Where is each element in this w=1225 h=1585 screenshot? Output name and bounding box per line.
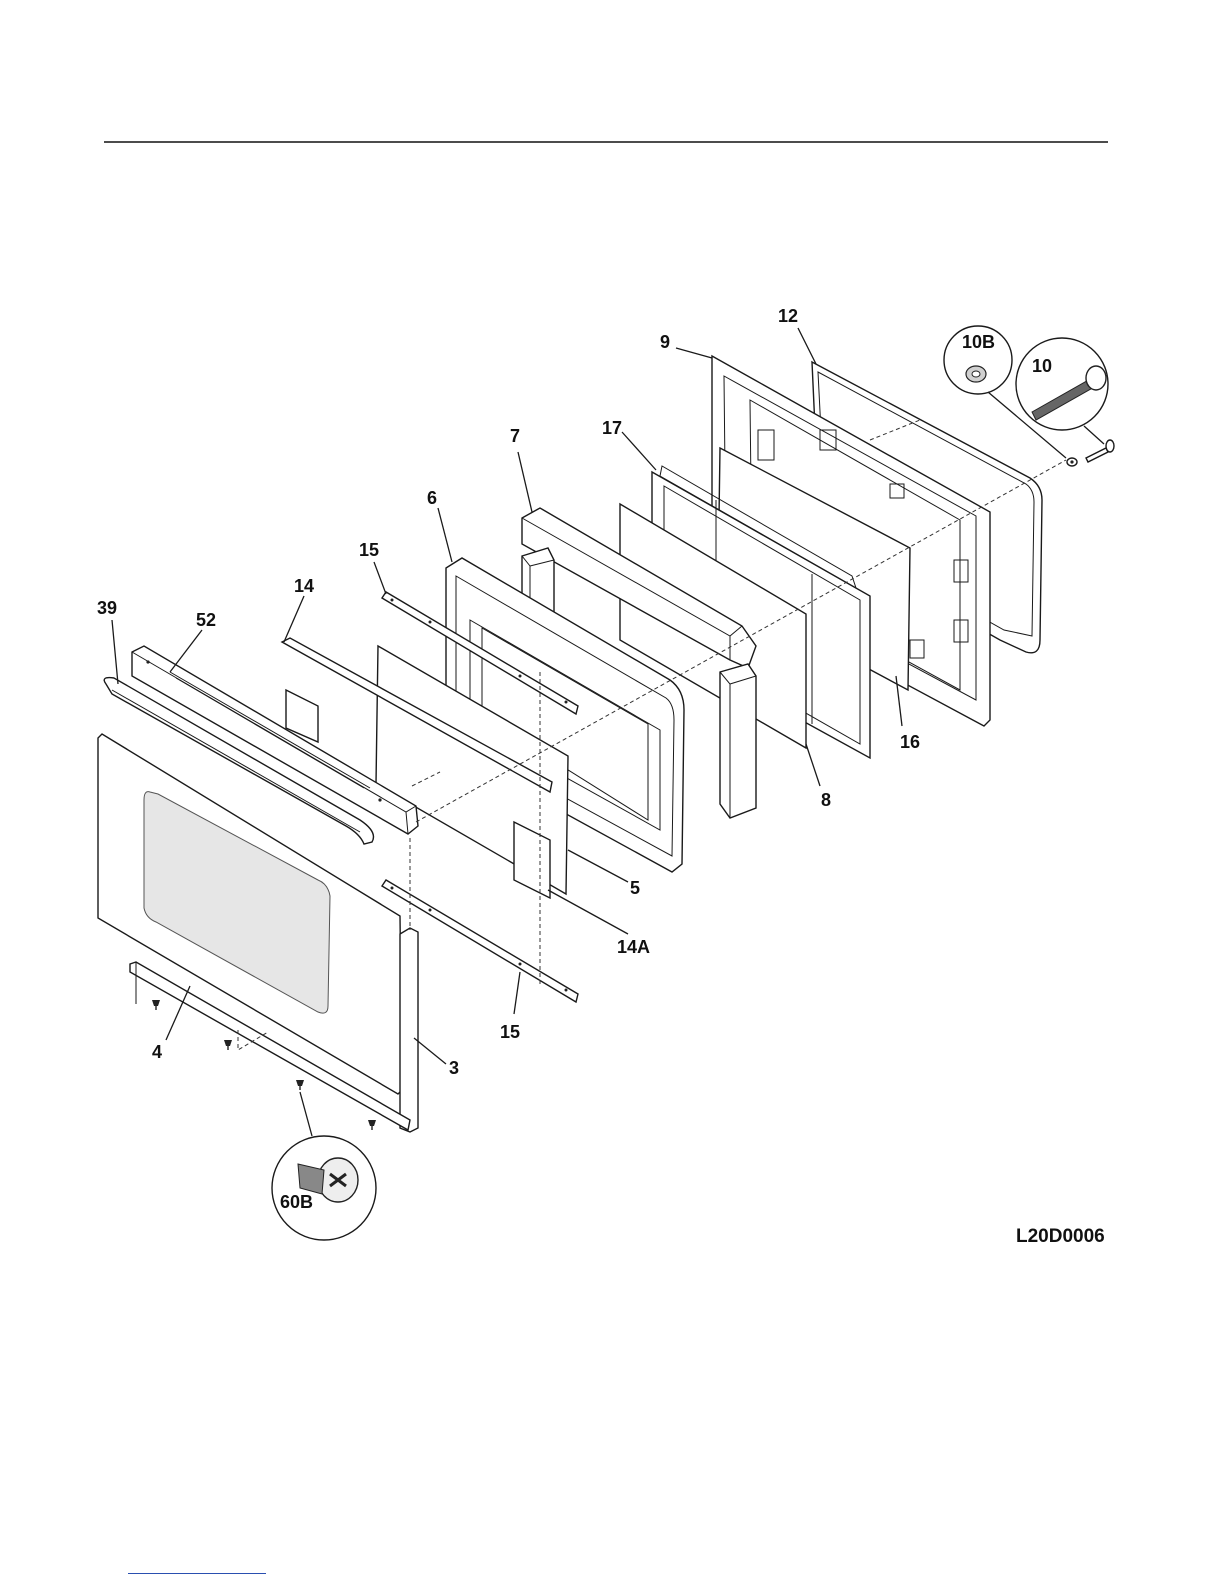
hinge-pin-hardware xyxy=(1067,440,1114,466)
callout-9: 9 xyxy=(660,332,670,352)
inset-60b-screw xyxy=(272,1092,376,1240)
callout-39: 39 xyxy=(97,598,117,618)
callout-15-top: 15 xyxy=(359,540,379,560)
callout-3: 3 xyxy=(449,1058,459,1078)
callout-17: 17 xyxy=(602,418,622,438)
callout-60b: 60B xyxy=(280,1192,313,1212)
callout-10b: 10B xyxy=(962,332,995,352)
callout-52: 52 xyxy=(196,610,216,630)
callout-14a: 14A xyxy=(617,937,650,957)
footer-link-underline[interactable] xyxy=(128,1573,266,1574)
callout-8: 8 xyxy=(821,790,831,810)
diagram-code: L20D0006 xyxy=(1016,1226,1105,1247)
callout-12: 12 xyxy=(778,306,798,326)
callout-4: 4 xyxy=(152,1042,162,1062)
callout-7: 7 xyxy=(510,426,520,446)
callout-6: 6 xyxy=(427,488,437,508)
callout-15-bottom: 15 xyxy=(500,1022,520,1042)
callout-10: 10 xyxy=(1032,356,1052,376)
callout-16: 16 xyxy=(900,732,920,752)
callout-5: 5 xyxy=(630,878,640,898)
callout-14: 14 xyxy=(294,576,314,596)
